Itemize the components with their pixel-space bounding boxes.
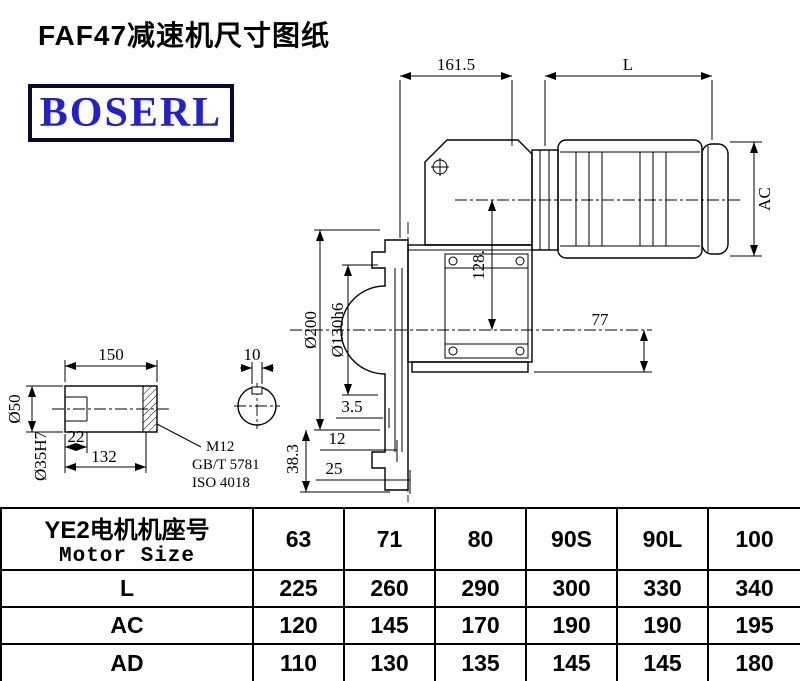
table-cell: 135 [434,643,527,681]
dim-161-5-label: 161.5 [437,55,475,74]
table-cell: 170 [434,606,527,645]
table-cell: 300 [525,569,618,608]
standard-gb-label: GB/T 5781 [192,457,260,473]
dim-AC-label: AC [755,187,774,211]
table-cell: 340 [707,569,800,608]
dim-3-5-label: 3.5 [341,397,362,416]
column-header-63: 63 [252,507,345,571]
dim-o50-label: Ø50 [5,394,24,423]
column-header-100: 100 [707,507,800,571]
table-cell: 290 [434,569,527,608]
dim-flange-od: Ø200 [301,229,380,431]
thread-label: M12 [206,439,234,455]
dim-38-3: 38.3 [283,430,390,493]
dim-161-5: 161.5 [399,55,513,238]
logo-box: BOSERL [28,84,234,142]
output-flange [340,239,409,491]
dim-38-3-label: 38.3 [283,444,302,474]
row-label-AC: AC [0,606,254,645]
dim-ac: AC [730,141,774,257]
dim-L-label: L [623,55,633,74]
column-header-71: 71 [343,507,436,571]
table-cell: 145 [616,643,709,681]
logo-text: BOSERL [39,90,223,136]
table-cell: 130 [343,643,436,681]
dimension-drawing: 161.5 L AC Ø200 Ø130h6 [5,55,774,502]
dim-motor-length: L [544,55,713,146]
dim-o50: Ø50 [5,385,63,433]
dim-150: 150 [64,345,158,382]
motor-size-header-cell: YE2电机机座号 Motor Size [0,507,254,571]
dim-10: 10 [240,345,274,384]
dim-10-label: 10 [244,345,261,364]
page-title: FAF47减速机尺寸图纸 [38,20,331,51]
row-label-AD: AD [0,643,254,681]
motor [531,139,729,259]
table-cell: 190 [525,606,618,645]
dim-o35h7-label: Ø35H7 [31,430,50,481]
dim-spigot: Ø130h6 [328,264,378,396]
table-cell: 120 [252,606,345,645]
thread-callout: M12 GB/T 5781 ISO 4018 [156,423,260,491]
header-en: Motor Size [58,545,196,568]
table-cell: 145 [525,643,618,681]
dim-o200-label: Ø200 [301,311,320,349]
dim-77-label: 77 [592,310,610,329]
dim-22: 22 [64,427,88,453]
shaft-detail [64,385,158,433]
dim-77: 77 [534,310,652,373]
column-header-90l: 90L [616,507,709,571]
dim-132-label: 132 [91,447,117,466]
dim-132: 132 [64,432,147,473]
table-cell: 190 [616,606,709,645]
column-header-90s: 90S [525,507,618,571]
column-header-80: 80 [434,507,527,571]
row-label-L: L [0,569,254,608]
dim-128: 128. [469,200,496,330]
dim-25-label: 25 [326,459,343,478]
table-cell: 260 [343,569,436,608]
table-row-L: L 225 260 290 300 330 340 [0,569,800,608]
table-row-AD: AD 110 130 135 145 145 180 [0,643,800,681]
dim-o130-label: Ø130h6 [328,303,347,358]
dim-12: 12 [320,429,398,462]
dim-12-label: 12 [329,429,346,448]
motor-size-table: YE2电机机座号 Motor Size 63 71 80 90S 90L 100… [0,507,800,681]
shaft-section [237,386,277,426]
dim-22-label: 22 [68,427,85,446]
table-row-AC: AC 120 145 170 190 190 195 [0,606,800,645]
dim-25: 25 [316,459,411,494]
table-cell: 180 [707,643,800,681]
table-cell: 145 [343,606,436,645]
header-cn: YE2电机机座号 [44,517,210,544]
table-cell: 195 [707,606,800,645]
table-cell: 225 [252,569,345,608]
standard-iso-label: ISO 4018 [192,475,250,491]
dim-3-5: 3.5 [336,397,390,428]
table-cell: 110 [252,643,345,681]
dim-150-label: 150 [98,345,124,364]
table-cell: 330 [616,569,709,608]
table-header-row: YE2电机机座号 Motor Size 63 71 80 90S 90L 100 [0,507,800,571]
dim-128-label: 128. [469,250,488,280]
